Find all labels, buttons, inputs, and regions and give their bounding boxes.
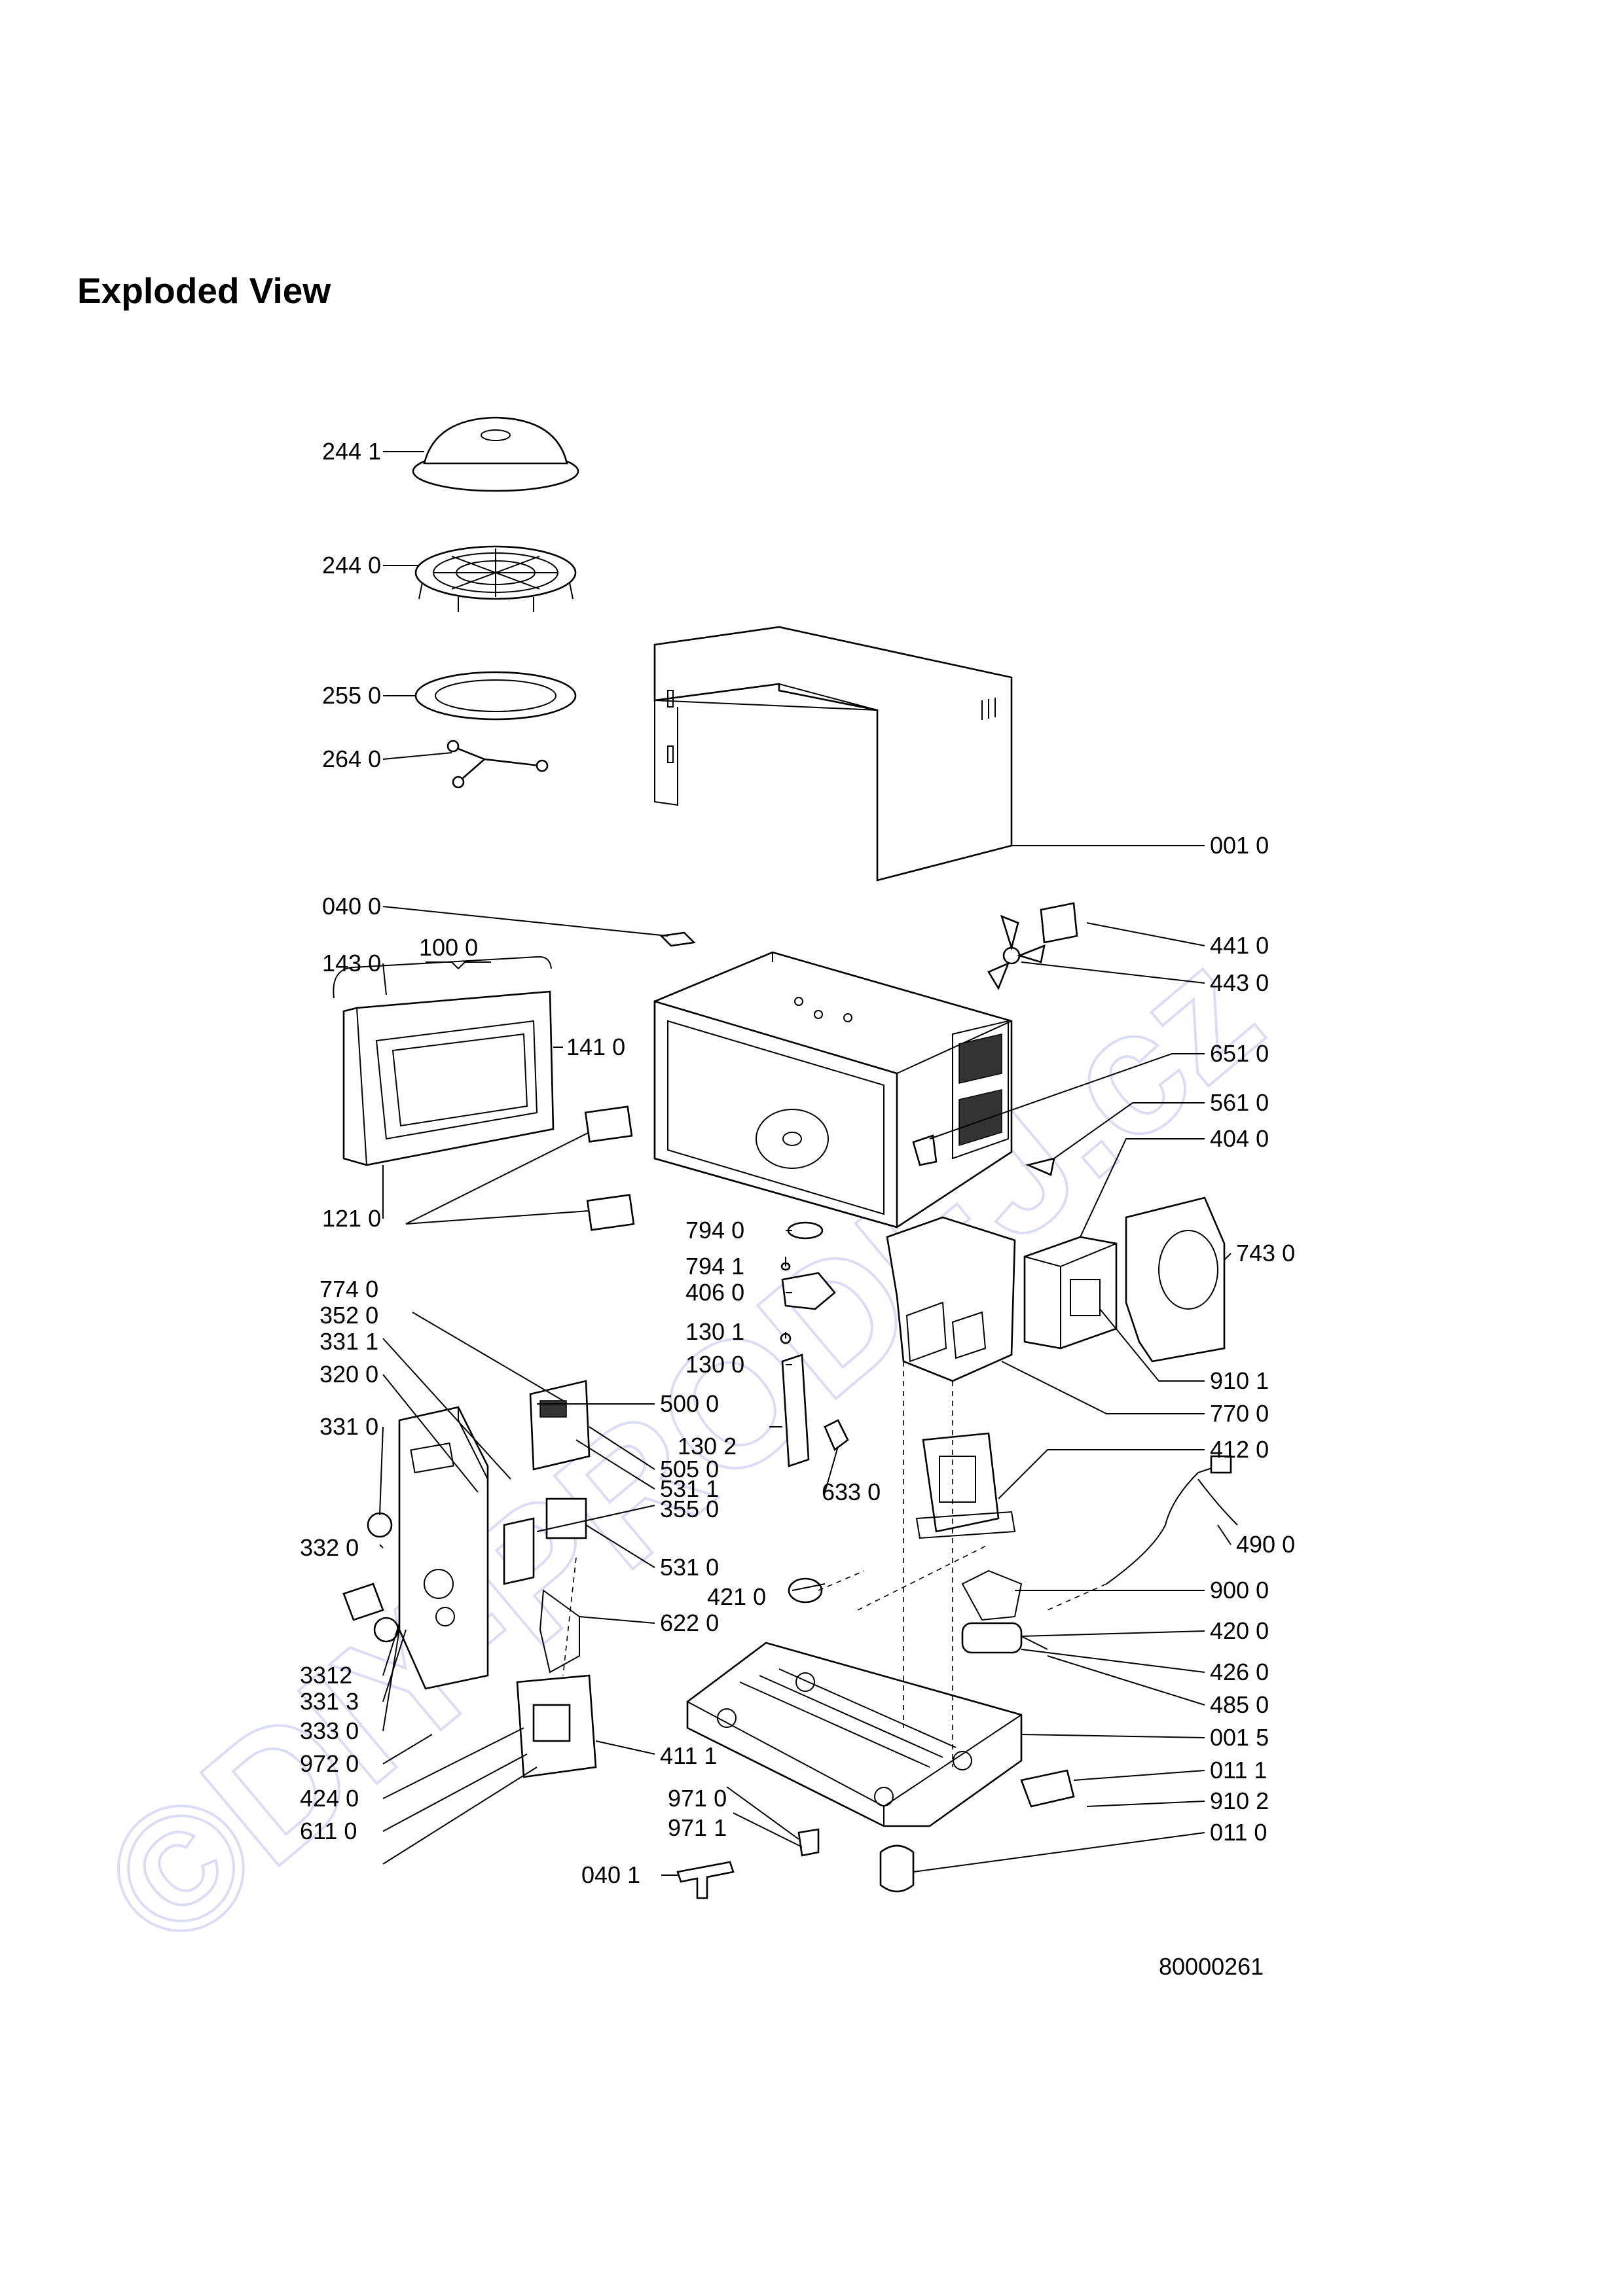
label-130-2: 130 2 [678, 1433, 737, 1460]
magnetron [1023, 1236, 1118, 1350]
label-3312: 3312 [300, 1662, 352, 1689]
label-910-2: 910 2 [1210, 1787, 1269, 1814]
grill-rack [414, 545, 577, 612]
interlock-assembly [780, 1333, 849, 1467]
pcb-transformer [516, 1674, 597, 1778]
label-505-0: 505 0 [660, 1456, 719, 1482]
label-651-0: 651 0 [1210, 1040, 1269, 1067]
label-001-5: 001 5 [1210, 1724, 1269, 1751]
control-board [529, 1380, 591, 1471]
label-972-0: 972 0 [300, 1750, 359, 1777]
latch-hook [676, 1861, 735, 1899]
knob-power [342, 1583, 399, 1643]
label-622-0: 622 0 [660, 1609, 719, 1636]
label-332-0: 332 0 [300, 1534, 359, 1561]
door [333, 956, 555, 1166]
label-130-0: 130 0 [685, 1351, 744, 1378]
label-633-0: 633 0 [822, 1479, 881, 1505]
label-485-0: 485 0 [1210, 1691, 1269, 1718]
label-141-0: 141 0 [566, 1033, 625, 1060]
label-333-0: 333 0 [300, 1717, 359, 1744]
label-443-0: 443 0 [1210, 969, 1269, 996]
switch-bracket [797, 1828, 820, 1857]
outer-casing [653, 626, 1013, 882]
label-411-1: 411 1 [660, 1742, 717, 1769]
label-500-0: 500 0 [660, 1390, 719, 1417]
label-420-0: 420 0 [1210, 1617, 1269, 1644]
label-331-0: 331 0 [319, 1413, 378, 1440]
label-040-1: 040 1 [581, 1861, 640, 1888]
label-794-0: 794 0 [685, 1217, 744, 1244]
part-labels: 244 1 244 0 255 0 264 0 001 0 040 0 100 … [300, 438, 1295, 1888]
foot [879, 1844, 915, 1893]
label-355-0: 355 0 [660, 1496, 719, 1522]
label-040-0: 040 0 [322, 893, 381, 920]
label-264-0: 264 0 [322, 745, 381, 772]
label-143-0: 143 0 [322, 950, 381, 977]
glass-plate [414, 671, 577, 721]
base-plate [686, 1641, 1023, 1827]
thermal-fuse [1025, 1157, 1055, 1176]
label-244-0: 244 0 [322, 552, 381, 579]
label-352-0: 352 0 [319, 1302, 378, 1329]
page-title: Exploded View [77, 270, 331, 311]
turntable-coupler [780, 1221, 836, 1310]
fan-motor-small [788, 1577, 823, 1604]
label-490-0: 490 0 [1236, 1531, 1295, 1558]
label-331-3: 331 3 [300, 1688, 359, 1715]
electronics-bracket [886, 1216, 1016, 1382]
label-244-1: 244 1 [322, 438, 381, 465]
power-cord [1106, 1455, 1238, 1585]
label-426-0: 426 0 [1210, 1659, 1269, 1685]
label-255-0: 255 0 [322, 682, 381, 709]
label-406-0: 406 0 [685, 1279, 744, 1306]
label-561-0: 561 0 [1210, 1089, 1269, 1116]
label-412-0: 412 0 [1210, 1436, 1269, 1463]
label-900-0: 900 0 [1210, 1577, 1269, 1604]
document-number: 80000261 [1159, 1953, 1264, 1980]
label-320-0: 320 0 [319, 1361, 378, 1388]
oven-cavity [653, 951, 1013, 1229]
lamp [912, 1134, 938, 1166]
knob-timer [367, 1512, 393, 1538]
hv-capacitor [961, 1570, 1048, 1654]
label-100-0: 100 0 [419, 934, 478, 961]
label-441-0: 441 0 [1210, 932, 1269, 959]
label-424-0: 424 0 [300, 1785, 359, 1812]
label-011-0: 011 0 [1210, 1819, 1267, 1846]
label-743-0: 743 0 [1236, 1240, 1295, 1266]
label-011-1: 011 1 [1210, 1757, 1267, 1784]
fan-motor [1040, 902, 1078, 944]
cover-dome [412, 416, 579, 492]
fan-blade [987, 914, 1046, 990]
air-duct [1125, 1196, 1226, 1363]
relay [545, 1498, 587, 1539]
label-971-0: 971 0 [668, 1785, 727, 1812]
label-910-1: 910 1 [1210, 1367, 1269, 1394]
door-latch-bracket [659, 931, 696, 947]
label-121-0: 121 0 [322, 1205, 381, 1232]
roller-support [447, 740, 549, 789]
label-404-0: 404 0 [1210, 1125, 1269, 1152]
label-794-1: 794 1 [685, 1253, 744, 1280]
mica-cover [584, 1105, 635, 1231]
hv-transformer [915, 1432, 1016, 1539]
label-421-0: 421 0 [707, 1583, 766, 1610]
label-770-0: 770 0 [1210, 1400, 1269, 1427]
label-971-1: 971 1 [668, 1814, 727, 1841]
label-611-0: 611 0 [300, 1818, 357, 1844]
door-switch [1020, 1769, 1075, 1808]
label-531-0: 531 0 [660, 1554, 719, 1581]
label-331-1: 331 1 [319, 1328, 378, 1355]
label-001-0: 001 0 [1210, 832, 1269, 859]
label-130-1: 130 1 [685, 1318, 744, 1345]
leader-lines [379, 451, 1231, 1876]
keypad-frame [503, 1517, 580, 1674]
label-531-1: 531 1 [660, 1475, 719, 1502]
label-774-0: 774 0 [319, 1276, 378, 1302]
